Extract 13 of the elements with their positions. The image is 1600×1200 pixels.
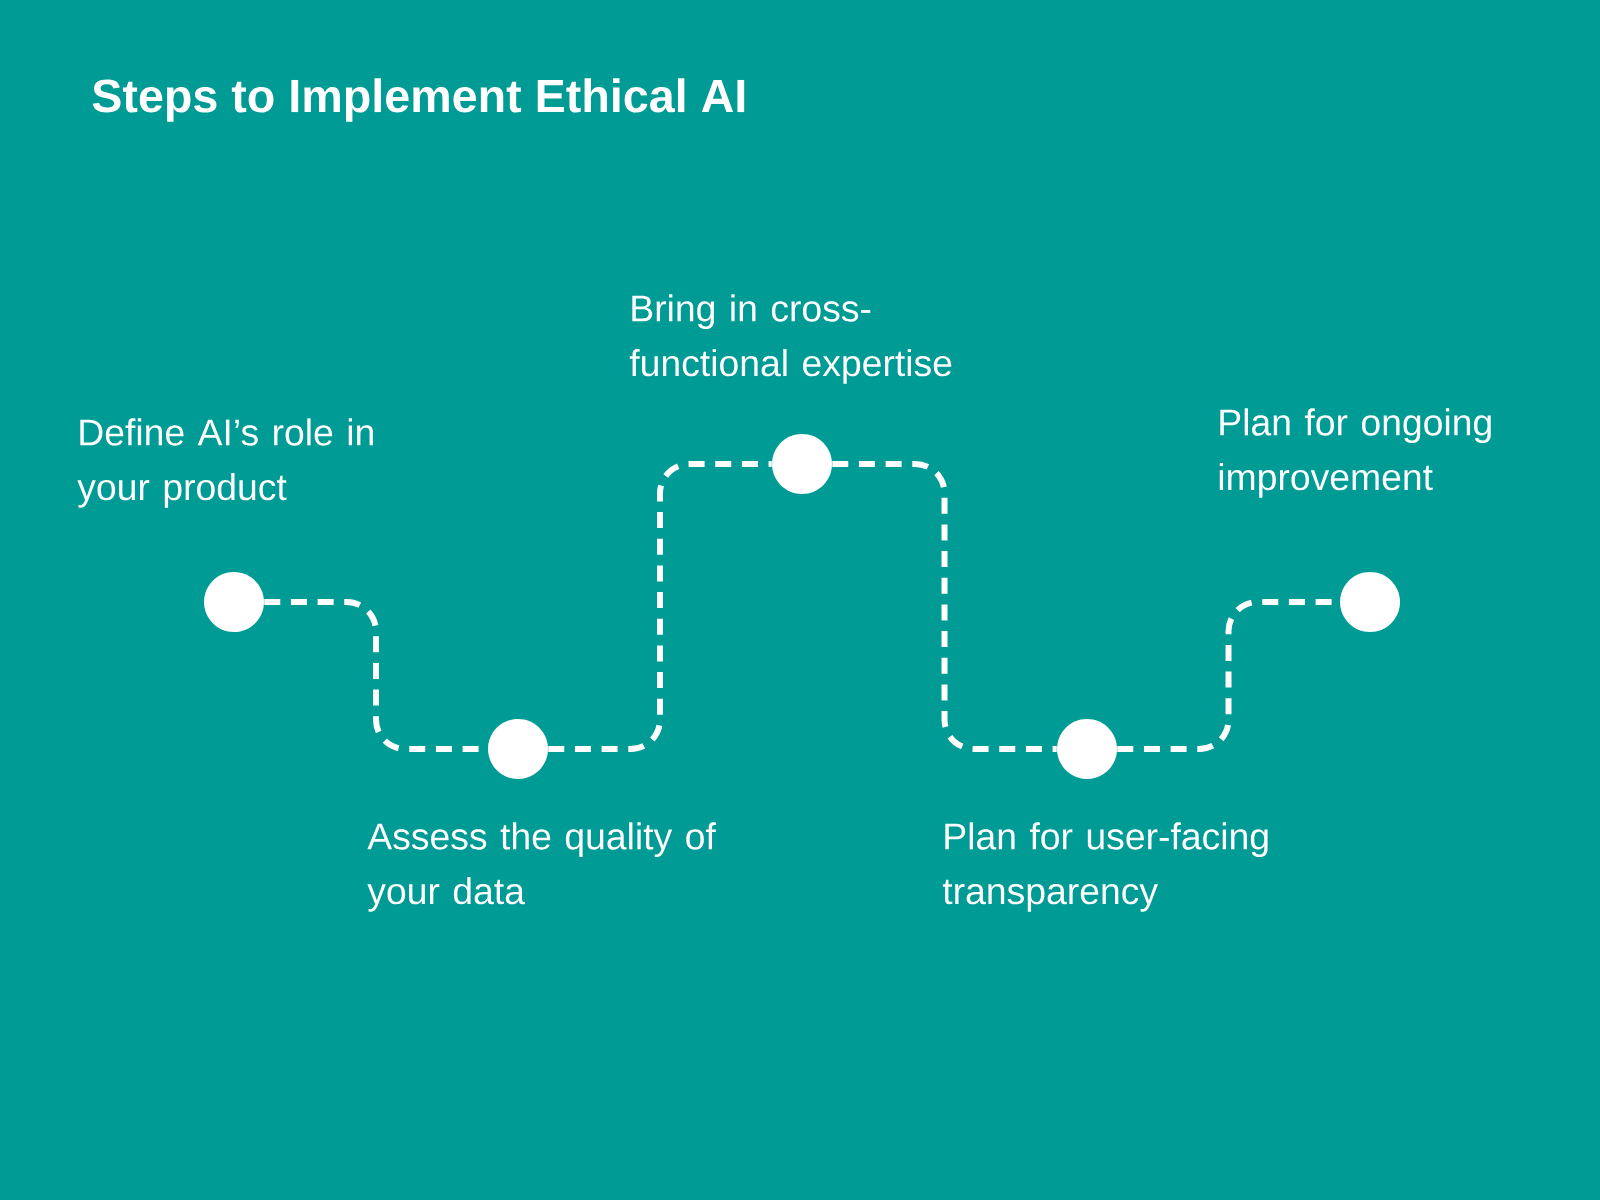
step-label: Assess the quality of your data [367,822,716,912]
step-circle [1340,572,1400,632]
step-circle [488,719,548,779]
step-label: Define AI’s role in your product [77,418,373,508]
step-circle [772,434,832,494]
dashed-path [548,461,772,752]
step-label: Bring in cross-functional expertise [629,294,952,384]
dashed-path [832,461,1057,752]
title: Steps to Implement Ethical AI [92,78,745,122]
step-label: Plan for user-facing transparency [942,822,1268,912]
step-label: Plan for ongoing improvement [1219,408,1491,498]
step-circle [1057,719,1117,779]
step-circle [204,572,264,632]
